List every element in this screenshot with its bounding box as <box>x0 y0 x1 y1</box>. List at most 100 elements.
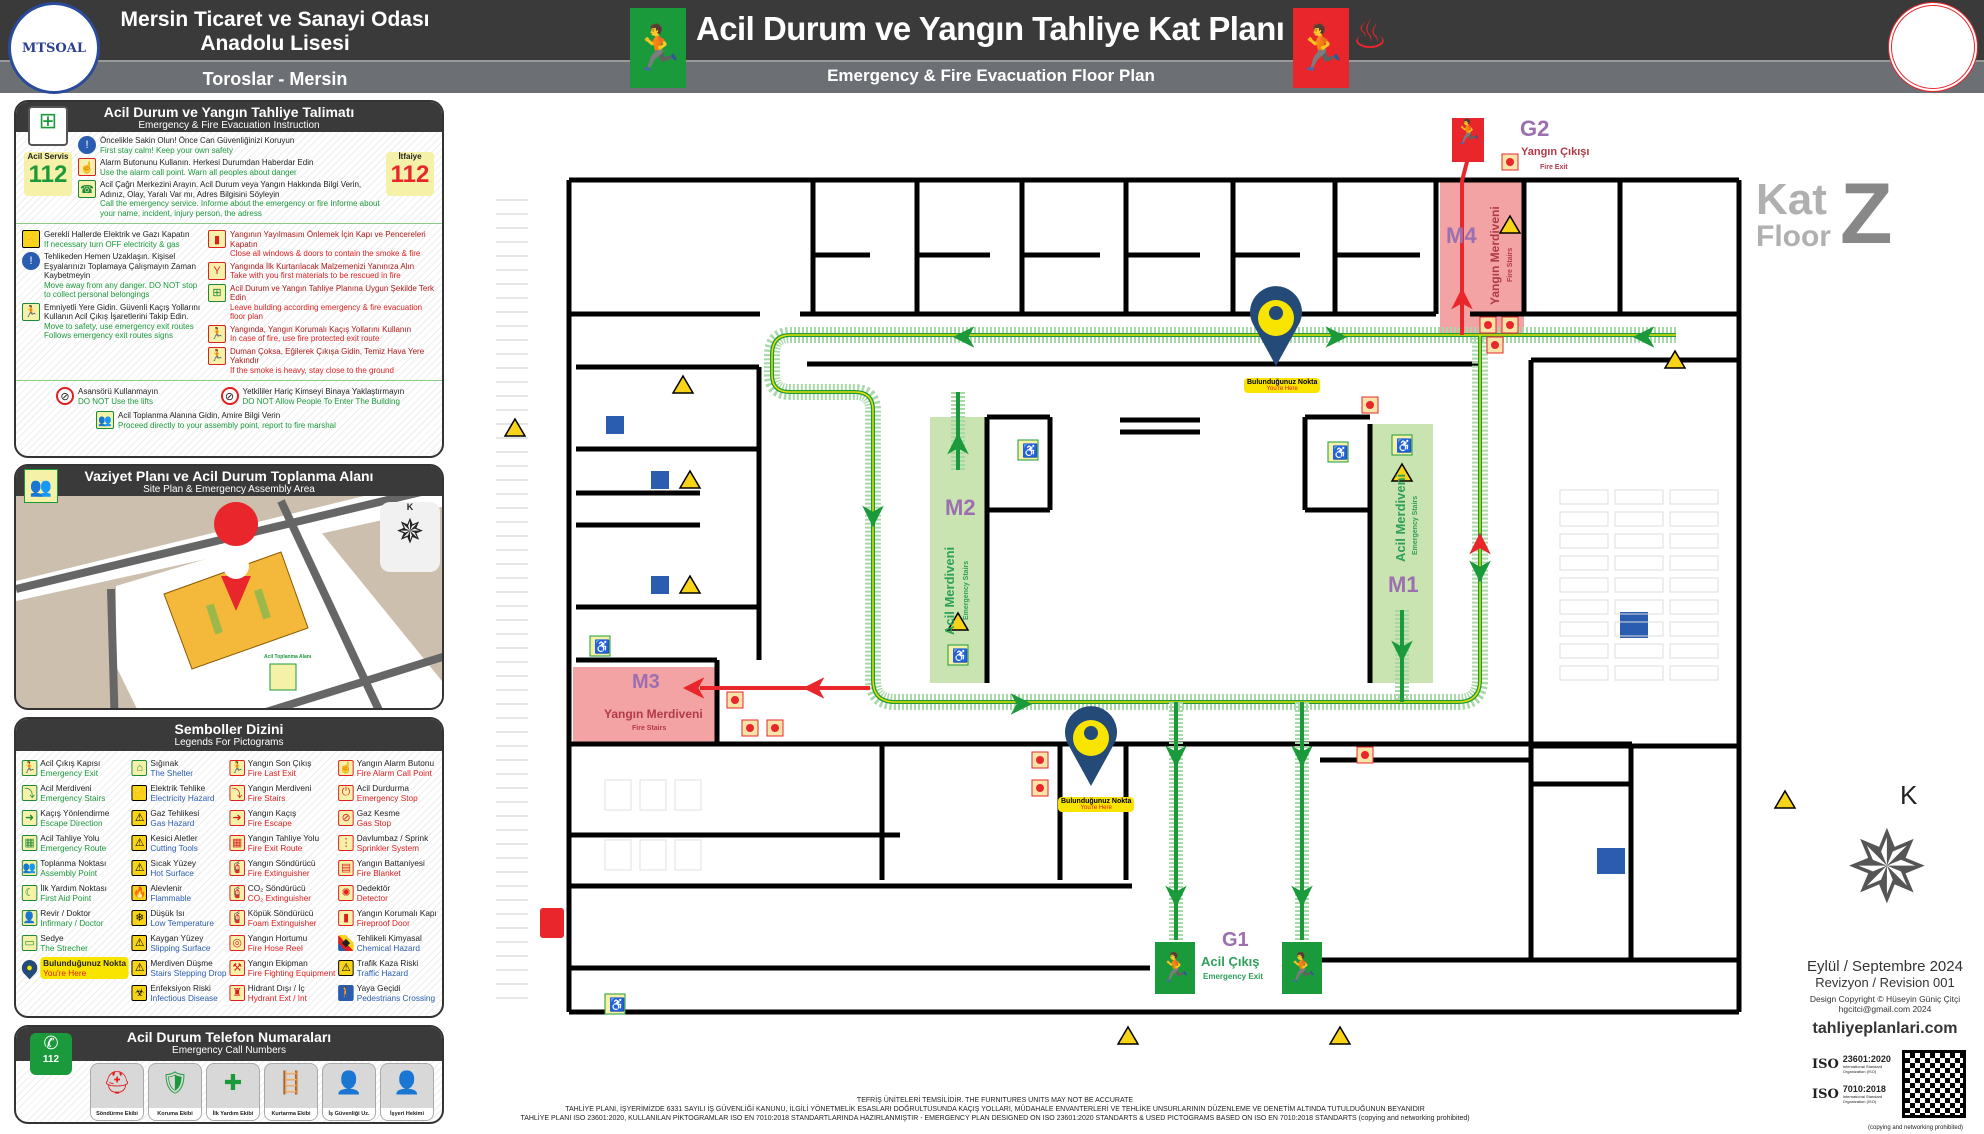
legend-pictogram-icon: ▦ <box>229 834 245 851</box>
legend-en: CO₂ Extinguisher <box>247 892 312 903</box>
site-map <box>16 476 442 708</box>
plan-date: Eylül / Septembre 2024 <box>1807 958 1963 975</box>
exit-g2-label: Yangın Çıkışı <box>1521 146 1590 158</box>
seat-row <box>1669 621 1719 637</box>
stairs-m2-code: M2 <box>945 495 976 520</box>
assembly-label: Acil Toplanma Alanı <box>264 654 312 660</box>
legend-en: Fire Last Exit <box>247 767 296 778</box>
page-title: Acil Durum ve Yangın Tahliye Kat Planı <box>696 10 1285 47</box>
accessible-glyph: ♿ <box>1332 445 1348 460</box>
team-card: 🛡Koruma Ekibi <box>148 1063 202 1121</box>
instruction-tr: Tehlikeden Hemen Uzaklaşın. Kişisel Eşya… <box>44 252 196 280</box>
seat-row <box>1669 555 1719 571</box>
legend-tr: Dedektör <box>356 882 391 893</box>
fire-equipment-mark <box>1491 341 1499 349</box>
instruction-tr: Duman Çoksa, Eğilerek Çıkışa Gidin, Temi… <box>230 346 425 366</box>
instruction-left-list: ⚡Gerekli Hallerde Elektrik ve Gazı Kapat… <box>22 230 202 375</box>
school-location: Toroslar - Mersin <box>202 69 348 89</box>
fire-equipment-mark <box>1366 401 1374 409</box>
website-link[interactable]: tahliyeplanlari.com <box>1812 1020 1958 1037</box>
iso-logo: ISO <box>1812 1056 1839 1072</box>
seat-row <box>1669 665 1719 681</box>
exit-g1-label: Acil Çıkış <box>1201 954 1260 969</box>
instruction-en: Take with you first materials to be resc… <box>230 271 401 280</box>
seat-row <box>1614 511 1664 527</box>
legend-pictogram-icon: ⋮ <box>338 834 354 851</box>
seat-row <box>1614 489 1664 505</box>
legend-en: Flammable <box>150 892 192 903</box>
legend-tr: Trafik Kaza Riski <box>356 957 419 968</box>
team-label: Söndürme Ekibi <box>91 1108 143 1120</box>
escape-arrow-icon <box>952 326 975 348</box>
legend-en: Low Temperature <box>150 917 214 928</box>
instruction-en: Leave building according emergency & fir… <box>230 302 423 322</box>
legend-en: Fire Extinguisher <box>247 867 310 878</box>
legend-en: Assembly Point <box>40 867 98 878</box>
fire-equipment-mark <box>731 696 739 704</box>
legend-en: Fire Fighting Equipment <box>247 967 336 978</box>
legend-en: The Strecher <box>40 942 88 953</box>
furniture <box>674 839 702 871</box>
team-label: İşyeri Hekimi <box>381 1108 433 1120</box>
legend-en: Foam Extinguisher <box>247 917 317 928</box>
copyright: Design Copyright © Hüseyin Güniç Çitçi <box>1809 994 1961 1004</box>
team-icon: 👤 <box>393 1070 421 1095</box>
door-icon: ▮ <box>208 230 226 248</box>
floor-code: Z <box>1840 166 1893 262</box>
person-icon <box>1269 306 1283 320</box>
instruction-tr: Emniyetli Yere Gidin. Güvenli Kaçış Yoll… <box>44 302 201 322</box>
legend-pictogram-icon: ➜ <box>229 809 245 826</box>
seat-row <box>1669 489 1719 505</box>
legend-tr: Kesici Aletler <box>150 832 198 843</box>
legend-en: Fireproof Door <box>356 917 410 928</box>
legend-tr: Sıcak Yüzey <box>150 857 197 868</box>
team-label: Kurtarma Ekibi <box>265 1108 317 1120</box>
legend-en: Emergency Exit <box>40 767 99 778</box>
warning-icon <box>1773 789 1797 809</box>
team-card: ⛑Söndürme Ekibi <box>90 1063 144 1121</box>
fire-arrow-icon <box>1469 532 1491 555</box>
legend-tr: Gaz Tehlikesi <box>150 807 200 818</box>
instruction-tr: Yangının Yayılmasını Önlemek İçin Kapı v… <box>230 230 426 249</box>
legend-tr: Merdiven Düşme <box>150 957 213 968</box>
seat-row <box>1559 599 1609 615</box>
legend-pictogram-icon: ▮ <box>338 909 354 926</box>
fire-equipment-mark <box>1484 321 1492 329</box>
warning-icon <box>671 374 695 394</box>
accessible-glyph: ♿ <box>1396 438 1412 453</box>
legend-en: Gas Stop <box>356 817 392 828</box>
instruction-en: Close all windows & doors to contain the… <box>230 249 421 258</box>
legend-tr: Kaygan Yüzey <box>150 932 204 943</box>
stairs-m4-code: M4 <box>1446 223 1477 248</box>
seat-row <box>1669 577 1719 593</box>
escape-arrow-icon <box>1391 640 1413 663</box>
fire-arrow-icon <box>802 677 825 699</box>
phone-icon: ☎ <box>78 180 96 198</box>
stairs-m2-label-en: Emergency Stairs <box>963 560 970 620</box>
instruction-tr: Acil Durum ve Yangın Tahliye Planına Uyg… <box>230 283 434 303</box>
legend-tr: Yangın Hortumu <box>247 932 308 943</box>
legend-pictogram-icon: ⌂ <box>131 759 148 776</box>
legend-tr: Acil Durdurma <box>356 782 409 793</box>
escape-arrow-icon <box>1165 745 1187 768</box>
team-card: 👤 İşyeri Hekimi <box>380 1063 434 1121</box>
legend-en: Pedestrians Crossing <box>356 992 436 1003</box>
legend-pictogram-icon: ▦ <box>21 834 38 851</box>
school-name-line1: Mersin Ticaret ve Sanayi Odası <box>120 8 430 31</box>
instruction-en: Use the alarm call point. Warn all peopl… <box>100 167 297 177</box>
legend-tr: Yangın Tahliye Yolu <box>247 832 320 843</box>
exit-g2-label-en: Fire Exit <box>1540 164 1568 171</box>
legend-pictogram-icon: ⚠ <box>131 809 148 826</box>
